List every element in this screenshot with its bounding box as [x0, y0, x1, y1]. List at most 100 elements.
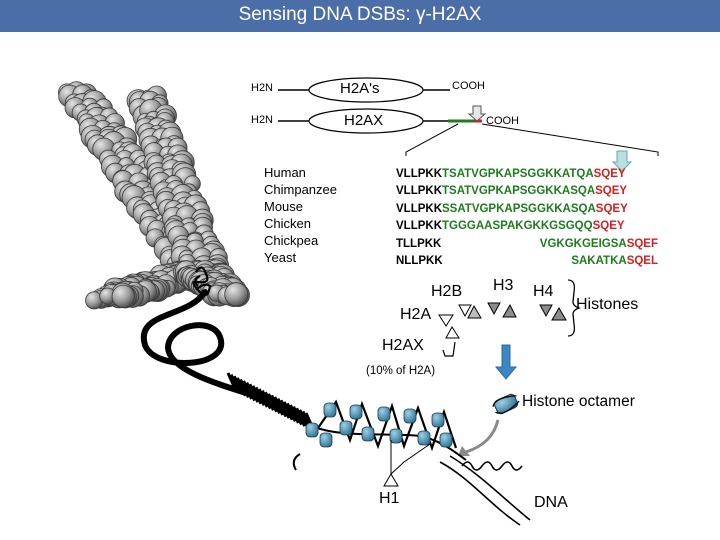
zoom-bracket: [405, 123, 459, 156]
h4-label: H4: [533, 283, 554, 300]
sequence-row: VLLPKKTSATVGPKAPSGGKKASQASQEY: [396, 183, 658, 200]
nucleosome: [389, 428, 403, 444]
h1-label: H1: [379, 490, 400, 507]
seq-conserved-prefix: VLLPKK: [396, 185, 442, 198]
fiber-coil: [295, 407, 307, 427]
fiber-coil: [232, 375, 244, 395]
sequence-row: VLLPKKSSATVGPKAPSGGKKASQASQEY: [396, 201, 658, 218]
seq-sqe-motif: SQEF: [626, 237, 658, 250]
species-name: Mouse: [264, 199, 304, 214]
fiber-coil: [257, 388, 269, 408]
seq-conserved-prefix: VLLPKK: [396, 168, 442, 180]
linker-dna: [292, 453, 301, 471]
fiber-coil: [270, 394, 282, 415]
nucleosome: [323, 402, 337, 418]
seq-tail: TGGGAASPAKGKKGSGQQ: [442, 220, 593, 233]
species-name: Human: [264, 165, 306, 180]
fiber-coil: [245, 381, 257, 402]
fiber-coil: [239, 378, 250, 399]
assembly-arrow: [494, 344, 518, 380]
seq-conserved-prefix: TLLPKK: [396, 237, 442, 250]
h3-triangle-2-icon: [502, 303, 517, 318]
nucleosome: [361, 426, 375, 442]
chromosome: [58, 81, 250, 310]
fiber-coil: [254, 386, 266, 407]
h2a-triangle-icon: [438, 314, 454, 327]
seq-tail: TSATVGPKAPSGGKKATQA: [442, 168, 594, 180]
dna-label: DNA: [534, 494, 568, 511]
centromere-squiggle: [192, 266, 212, 296]
zoom-bracket-right: [481, 123, 659, 156]
nucleosome: [431, 412, 445, 428]
fiber-coil: [242, 380, 253, 400]
nucleosome-baseline: [299, 419, 467, 461]
h2b-triangle-1-icon: [458, 304, 472, 318]
seq-sqe-motif: SQEY: [592, 220, 625, 233]
nucleosome: [305, 422, 319, 438]
fiber-coil: [260, 389, 272, 410]
histones-brace: [567, 279, 582, 337]
species-list: Human Chimpanzee Mouse Chicken Chickpea …: [264, 164, 337, 266]
octamer-to-chromatin-arrow: [465, 419, 500, 454]
h2a-domain-label: H2A's: [340, 80, 380, 97]
h2ax-abundance-note: (10% of H2A): [366, 365, 436, 377]
seq-tail: VGKGKGEIGSA: [539, 237, 627, 250]
fiber-coil: [279, 399, 291, 419]
h2ax-domain-label: H2AX: [344, 112, 384, 129]
fiber-coil: [267, 393, 278, 413]
slide-title: Sensing DNA DSBs: γ-H2AX: [238, 4, 482, 25]
seq-conserved-prefix: VLLPKK: [396, 202, 442, 215]
nucleosome: [417, 430, 431, 446]
nucleosome: [439, 432, 453, 448]
seq-sqe-motif: SQEL: [626, 255, 658, 268]
h4-triangle-1-icon: [539, 304, 553, 318]
free-dna-strand: [439, 455, 531, 526]
histone-octamer-icon: [492, 393, 520, 415]
seq-conserved-prefix: NLLPKK: [396, 255, 443, 268]
seq-sqe-motif: SQEY: [595, 202, 628, 215]
h1-triangle-icon: [383, 473, 399, 487]
nucleosome: [377, 406, 391, 422]
nucleosome: [319, 432, 333, 448]
sequence-row: TLLPKK VGKGKGEIGSASQEF: [396, 236, 658, 253]
fiber-coil: [273, 396, 285, 416]
h2b-triangle-2-icon: [467, 304, 482, 319]
fiber-coil: [276, 397, 288, 418]
h2ax-n-terminus: H2N: [251, 114, 274, 126]
chromosome-bead: [111, 284, 135, 308]
fiber-coil: [248, 383, 260, 403]
h2a-c-terminus: COOH: [452, 80, 485, 92]
h2ax-brace: [442, 341, 456, 357]
fiber-coil: [282, 401, 294, 421]
species-name: Chicken: [264, 216, 311, 231]
fiber-coil: [264, 391, 275, 411]
seq-tail: SSATVGPKAPSGGKKASQA: [442, 202, 596, 215]
seq-tail: SAKATKA: [571, 255, 627, 268]
fiber-coil: [226, 372, 238, 392]
h2a-label: H2A: [400, 306, 432, 323]
h2b-label: H2B: [431, 283, 463, 300]
nucleosome: [349, 404, 363, 420]
seq-sqe-motif: SQEY: [593, 168, 626, 180]
nucleosome: [403, 408, 417, 424]
h2a-n-terminus: H2N: [251, 82, 274, 94]
fiber-coil: [229, 373, 241, 394]
species-name: Yeast: [264, 250, 297, 265]
seq-tail: TSATVGPKAPSGGKKASQA: [442, 185, 596, 198]
nucleosome: [339, 420, 353, 436]
h4-triangle-2-icon: [551, 307, 567, 321]
nucleosome-array: [305, 402, 453, 448]
h3-label: H3: [493, 277, 514, 294]
fiber-coil: [289, 404, 300, 424]
h2ax-label: H2AX: [382, 337, 424, 354]
seq-sqe-motif: SQEY: [595, 185, 628, 198]
sequence-alignment: VLLPKKTSATVGPKAPSGGKKATQASQEY VLLPKKTSAT…: [396, 166, 658, 270]
condensed-fiber: [226, 372, 316, 432]
h3-triangle-1-icon: [487, 302, 501, 316]
histone-octamer-label: Histone octamer: [522, 393, 635, 410]
fiber-coil: [292, 405, 303, 426]
h2ax-triangle-icon: [445, 326, 460, 339]
chromosome-bead: [224, 282, 249, 307]
h1-bracket: [390, 443, 431, 475]
